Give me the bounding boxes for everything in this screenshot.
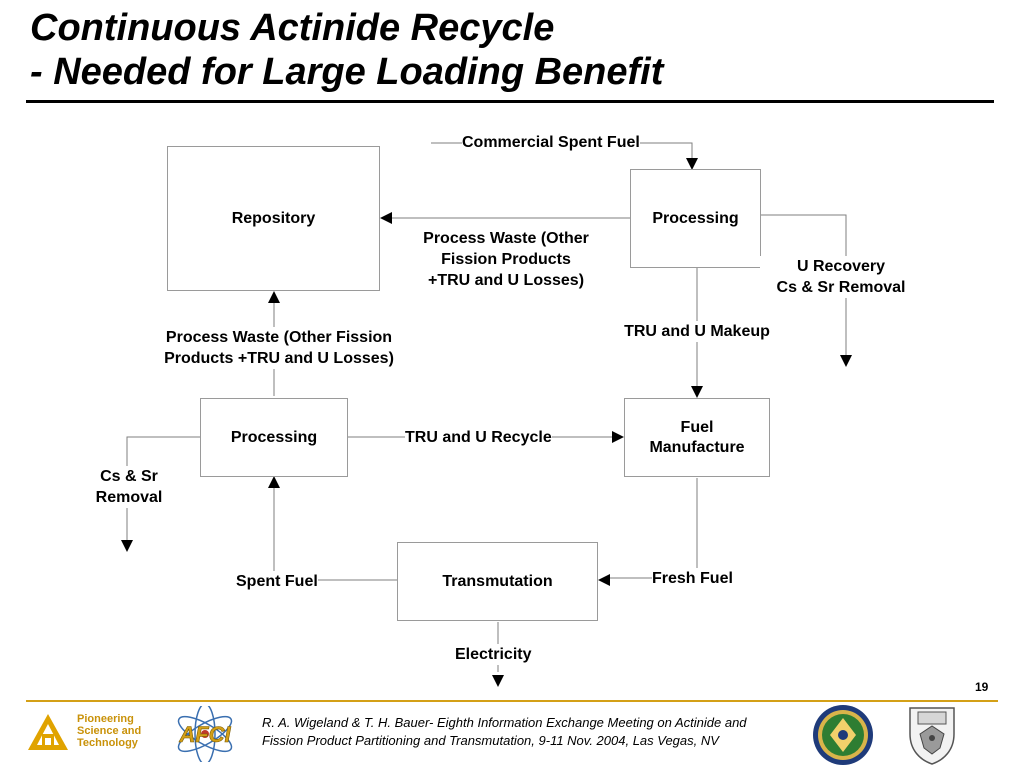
- u-recovery-label: U Recovery Cs & Sr Removal: [760, 256, 922, 298]
- doe-seal-icon: [813, 705, 873, 765]
- footer-divider: [26, 700, 998, 702]
- fresh-fuel-label: Fresh Fuel: [652, 568, 733, 589]
- tru-u-makeup-label: TRU and U Makeup: [612, 321, 782, 342]
- processing-left-label: Processing: [230, 428, 318, 446]
- slide-title: Continuous Actinide Recycle - Needed for…: [30, 6, 663, 94]
- citation-line-1: R. A. Wigeland & T. H. Bauer- Eighth Inf…: [262, 715, 747, 730]
- citation: R. A. Wigeland & T. H. Bauer- Eighth Inf…: [262, 714, 747, 750]
- arrowhead-cs-sr-removal: [121, 540, 133, 552]
- arrowhead-into-transmutation: [598, 574, 610, 586]
- arrowhead-u-recovery: [840, 355, 852, 367]
- arrowhead-up-to-processing-left: [268, 476, 280, 488]
- svg-text:AFCI: AFCI: [178, 722, 231, 747]
- arrowhead-electricity: [492, 675, 504, 687]
- arrowhead-into-fuel-manufacture: [691, 386, 703, 398]
- process-waste-left-label: Process Waste (Other Fission Products +T…: [148, 327, 410, 369]
- repository-label: Repository: [231, 209, 316, 227]
- arrowhead-into-processing-top: [686, 158, 698, 170]
- transmutation-box: Transmutation: [397, 542, 598, 621]
- arrowhead-up-to-repository: [268, 291, 280, 303]
- lab-tagline: Pioneering Science and Technology: [77, 713, 141, 749]
- title-line-1: Continuous Actinide Recycle: [30, 7, 555, 49]
- commercial-spent-fuel-label: Commercial Spent Fuel: [462, 132, 640, 153]
- fuel-manufacture-box: Fuel Manufacture: [624, 398, 770, 477]
- transmutation-label: Transmutation: [442, 572, 553, 590]
- u-recovery-line: [761, 214, 847, 355]
- spent-fuel-line: [273, 488, 398, 581]
- university-crest-icon: [909, 707, 955, 765]
- repository-box: Repository: [167, 146, 380, 291]
- processing-top-label: Processing: [652, 209, 739, 227]
- tru-u-recycle-label: TRU and U Recycle: [405, 427, 552, 448]
- tagline-line-1: Pioneering: [77, 713, 134, 725]
- fresh-fuel-line: [610, 478, 698, 579]
- tagline-line-2: Science and: [77, 725, 142, 737]
- spent-fuel-label: Spent Fuel: [236, 571, 318, 592]
- electricity-label: Electricity: [455, 644, 532, 665]
- processing-top-box: Processing: [630, 169, 761, 268]
- afci-logo-icon: AFCI: [177, 706, 233, 762]
- fuel-manufacture-label: Fuel Manufacture: [649, 418, 745, 456]
- page-number: 19: [975, 680, 989, 694]
- cs-sr-removal-label: Cs & Sr Removal: [88, 466, 170, 508]
- title-underline: [26, 100, 994, 103]
- citation-line-2: Fission Product Partitioning and Transmu…: [262, 733, 719, 748]
- argonne-logo-icon: [28, 714, 68, 750]
- processing-left-box: Processing: [200, 398, 348, 477]
- tagline-line-3: Technology: [77, 737, 138, 749]
- arrowhead-into-repository: [380, 212, 392, 224]
- title-line-2: - Needed for Large Loading Benefit: [30, 51, 664, 93]
- process-waste-top-label: Process Waste (Other Fission Products +T…: [405, 228, 607, 291]
- arrowhead-tru-recycle: [612, 431, 624, 443]
